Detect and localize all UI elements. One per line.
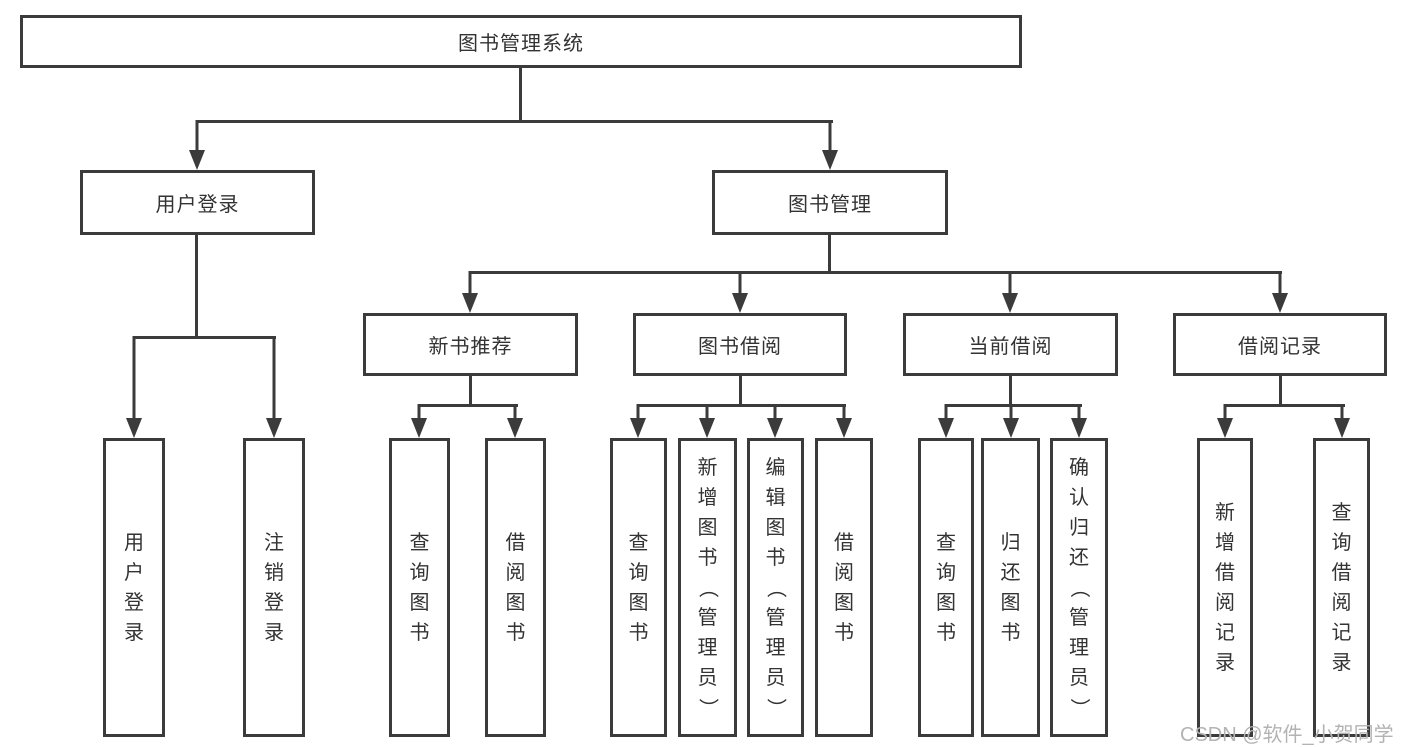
arrow-down-icon [1333,404,1351,438]
leaf-edit-books-admin: 编辑图书（管理员） [747,438,804,737]
leaf-query-borrow-record: 查询借阅记录 [1313,438,1370,737]
arrow-down-icon [1070,404,1088,438]
node-user-login: 用户登录 [80,170,315,235]
leaf-user-login: 用户登录 [103,438,165,737]
arrow-down-icon [731,271,749,313]
arrow-down-icon [698,404,716,438]
leaf-query-books: 查询图书 [389,438,450,737]
arrow-down-icon [410,404,428,438]
connector-new-book-stem [469,376,472,406]
connector-root-stem [519,68,522,120]
connector-root-distributor [196,120,833,123]
arrow-down-icon [188,120,206,170]
connector-new-book-distributor [418,404,518,407]
leaf-add-books-admin: 新增图书（管理员） [678,438,737,737]
csdn-watermark: CSDN @软件_小贺同学 [1180,724,1394,746]
leaf-query-books: 查询图书 [610,438,667,737]
arrow-down-icon [1001,271,1019,313]
arrow-down-icon [265,336,283,438]
arrow-down-icon [1002,404,1020,438]
connector-book-management-stem [828,235,831,273]
leaf-add-borrow-record: 新增借阅记录 [1197,438,1253,737]
arrow-down-icon [835,404,853,438]
arrow-down-icon [937,404,955,438]
arrow-down-icon [125,336,143,438]
arrow-down-icon [461,271,479,313]
leaf-query-books: 查询图书 [918,438,974,737]
node-current-borrowing: 当前借阅 [903,313,1118,376]
arrow-down-icon [1271,271,1289,313]
node-borrowing-records: 借阅记录 [1173,313,1387,376]
connector-user-login-distributor [133,336,276,339]
arrow-down-icon [821,120,839,170]
leaf-return-books: 归还图书 [981,438,1040,737]
node-new-book-recommendation: 新书推荐 [363,313,578,376]
arrow-down-icon [766,404,784,438]
connector-current-borrow-stem [1009,376,1012,406]
arrow-down-icon [506,404,524,438]
leaf-borrow-books: 借阅图书 [815,438,873,737]
leaf-logout: 注销登录 [243,438,305,737]
connector-user-login-stem [195,235,198,338]
connector-book-management-distributor [469,271,1282,274]
leaf-borrow-books: 借阅图书 [485,438,546,737]
connector-borrow-records-distributor [1224,404,1345,407]
node-book-borrowing: 图书借阅 [633,313,847,376]
arrow-down-icon [629,404,647,438]
leaf-confirm-return-admin: 确认归还（管理员） [1050,438,1108,737]
connector-book-borrow-distributor [637,404,846,407]
connector-borrow-records-stem [1279,376,1282,406]
connector-book-borrow-stem [739,376,742,406]
arrow-down-icon [1216,404,1234,438]
node-library-management-system: 图书管理系统 [20,15,1022,68]
node-book-management: 图书管理 [712,170,948,235]
